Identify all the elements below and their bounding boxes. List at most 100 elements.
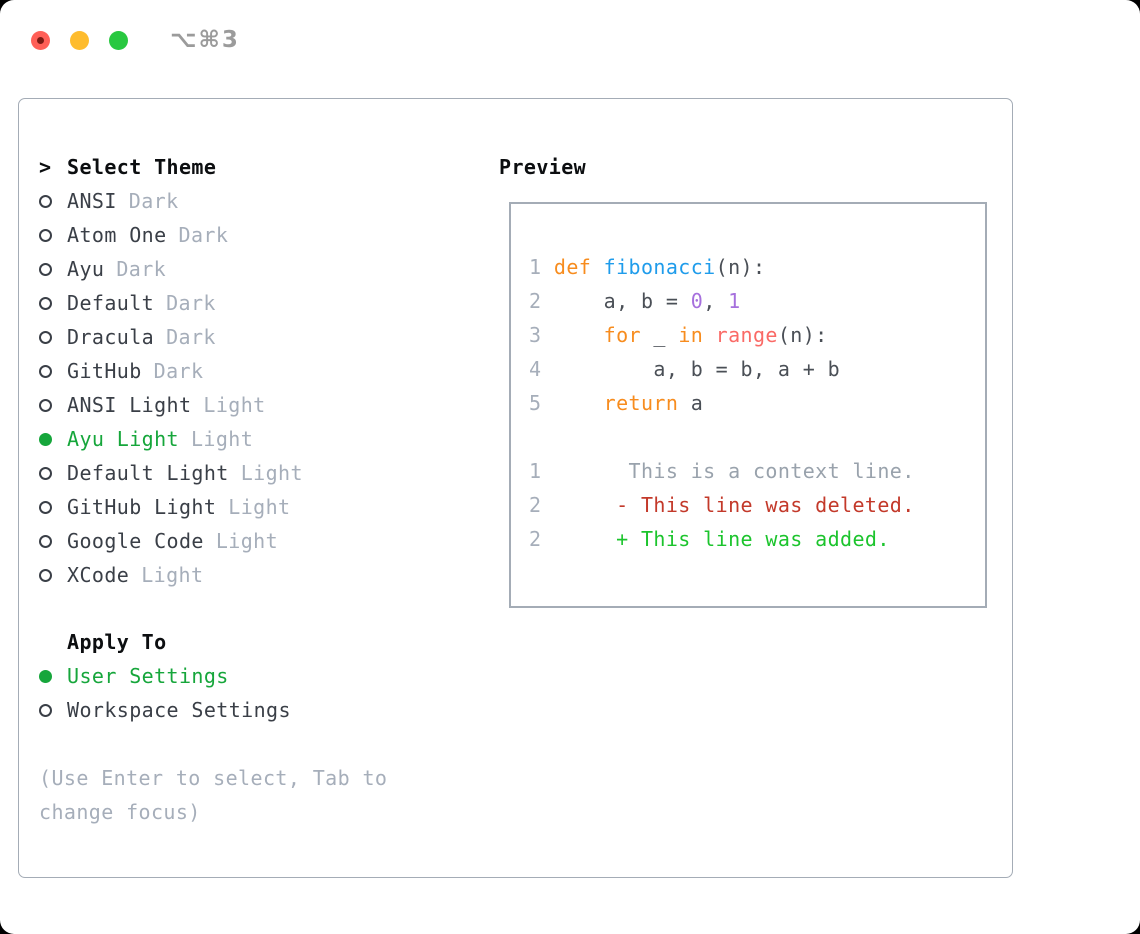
option-label: Dracula	[67, 325, 155, 349]
theme-list-title: Select Theme	[67, 155, 217, 179]
radio-icon	[39, 398, 52, 412]
line-number: 1	[529, 459, 554, 483]
radio-cell	[39, 432, 67, 446]
theme-option-ayu[interactable]: Ayu Dark	[39, 252, 303, 286]
preview-header: Preview	[499, 150, 586, 184]
titlebar: ⌥⌘3	[31, 27, 240, 53]
option-label: Google Code	[67, 529, 204, 553]
variant-label: Light	[190, 427, 254, 451]
variant-label: Dark	[153, 359, 204, 383]
theme-option-default-light[interactable]: Default Light Light	[39, 456, 303, 490]
variant-label: Dark	[128, 189, 179, 213]
radio-cell	[39, 466, 67, 480]
option-label: Workspace Settings	[67, 698, 291, 722]
theme-option-google-code[interactable]: Google Code Light	[39, 524, 303, 558]
code-line: 4 a, b = b, a + b	[529, 357, 841, 381]
variant-label: Dark	[166, 325, 216, 349]
radio-selected-icon	[39, 669, 52, 683]
radio-icon	[39, 262, 52, 276]
window-title: ⌥⌘3	[170, 27, 240, 53]
radio-cell	[39, 262, 67, 276]
diff-line: 2 + This line was added.	[529, 527, 890, 551]
option-label: ANSI Light	[67, 393, 192, 417]
line-number: 2	[529, 289, 554, 313]
option-label: Ayu Light	[67, 427, 179, 451]
option-label: Default Light	[67, 461, 229, 485]
radio-selected-icon	[39, 432, 52, 446]
variant-label: Dark	[116, 257, 167, 281]
theme-option-github-light[interactable]: GitHub Light Light	[39, 490, 303, 524]
code-line: 1 def fibonacci(n):	[529, 255, 766, 279]
code-line: 2 a, b = 0, 1	[529, 289, 741, 313]
radio-cell	[39, 296, 67, 310]
theme-option-ansi[interactable]: ANSI Dark	[39, 184, 303, 218]
line-number: 2	[529, 527, 554, 551]
radio-cell	[39, 703, 67, 717]
radio-icon	[39, 534, 52, 548]
radio-icon	[39, 466, 52, 480]
line-number: 1	[529, 255, 554, 279]
radio-cell	[39, 669, 67, 683]
radio-cell	[39, 364, 67, 378]
preview-box: 1 def fibonacci(n): 2 a, b = 0, 1 3 for _ …	[509, 202, 987, 608]
diff-line: 1 This is a context line.	[529, 459, 915, 483]
option-label: User Settings	[67, 664, 229, 688]
radio-icon	[39, 364, 52, 378]
radio-icon	[39, 500, 52, 514]
radio-cell	[39, 398, 67, 412]
radio-icon	[39, 330, 52, 344]
option-label: Default	[67, 291, 155, 315]
radio-cell	[39, 500, 67, 514]
theme-option-github[interactable]: GitHub Dark	[39, 354, 303, 388]
option-label: GitHub	[67, 359, 142, 383]
prompt-icon: >	[39, 155, 52, 179]
close-button[interactable]	[31, 30, 50, 50]
diff-line: 2 - This line was deleted.	[529, 493, 915, 517]
code-preview: 1 def fibonacci(n): 2 a, b = 0, 1 3 for _ …	[511, 204, 985, 556]
option-label: Ayu	[67, 257, 105, 281]
apply-option-user-settings[interactable]: User Settings	[39, 659, 291, 693]
keyboard-hint: (Use Enter to select, Tab to change focu…	[39, 766, 388, 824]
theme-list-header: > Select Theme	[39, 150, 303, 184]
code-block: 1 def fibonacci(n): 2 a, b = 0, 1 3 for _ …	[529, 250, 985, 420]
maximize-button[interactable]	[109, 30, 128, 50]
variant-label: Dark	[178, 223, 229, 247]
theme-option-default[interactable]: Default Dark	[39, 286, 303, 320]
apply-to-header: Apply To	[67, 630, 167, 654]
radio-icon	[39, 703, 52, 717]
variant-label: Dark	[166, 291, 216, 315]
preview-title: Preview	[499, 155, 587, 179]
radio-cell	[39, 228, 67, 242]
variant-label: Light	[240, 461, 303, 485]
theme-option-xcode[interactable]: XCode Light	[39, 558, 303, 592]
code-line: 3 for _ in range(n):	[529, 323, 828, 347]
minimize-button[interactable]	[70, 30, 89, 50]
option-label: GitHub Light	[67, 495, 217, 519]
theme-option-ansi-light[interactable]: ANSI Light Light	[39, 388, 303, 422]
radio-icon	[39, 228, 52, 242]
radio-cell	[39, 568, 67, 582]
variant-label: Light	[203, 393, 266, 417]
radio-cell	[39, 194, 67, 208]
theme-option-dracula[interactable]: Dracula Dark	[39, 320, 303, 354]
line-number: 3	[529, 323, 554, 347]
apply-option-workspace-settings[interactable]: Workspace Settings	[39, 693, 291, 727]
radio-cell	[39, 534, 67, 548]
option-label: XCode	[67, 563, 130, 587]
variant-label: Light	[228, 495, 291, 519]
line-number: 5	[529, 391, 554, 415]
diff-block: 1 This is a context line. 2 - This line w…	[529, 454, 985, 556]
code-line: 5 return a	[529, 391, 704, 415]
radio-icon	[39, 194, 52, 208]
option-label: ANSI	[67, 189, 117, 213]
variant-label: Light	[141, 563, 204, 587]
radio-cell	[39, 330, 67, 344]
line-number: 4	[529, 357, 554, 381]
close-dot-icon	[37, 36, 44, 44]
variant-label: Light	[215, 529, 279, 553]
theme-option-ayu-light[interactable]: Ayu Light Light	[39, 422, 303, 456]
